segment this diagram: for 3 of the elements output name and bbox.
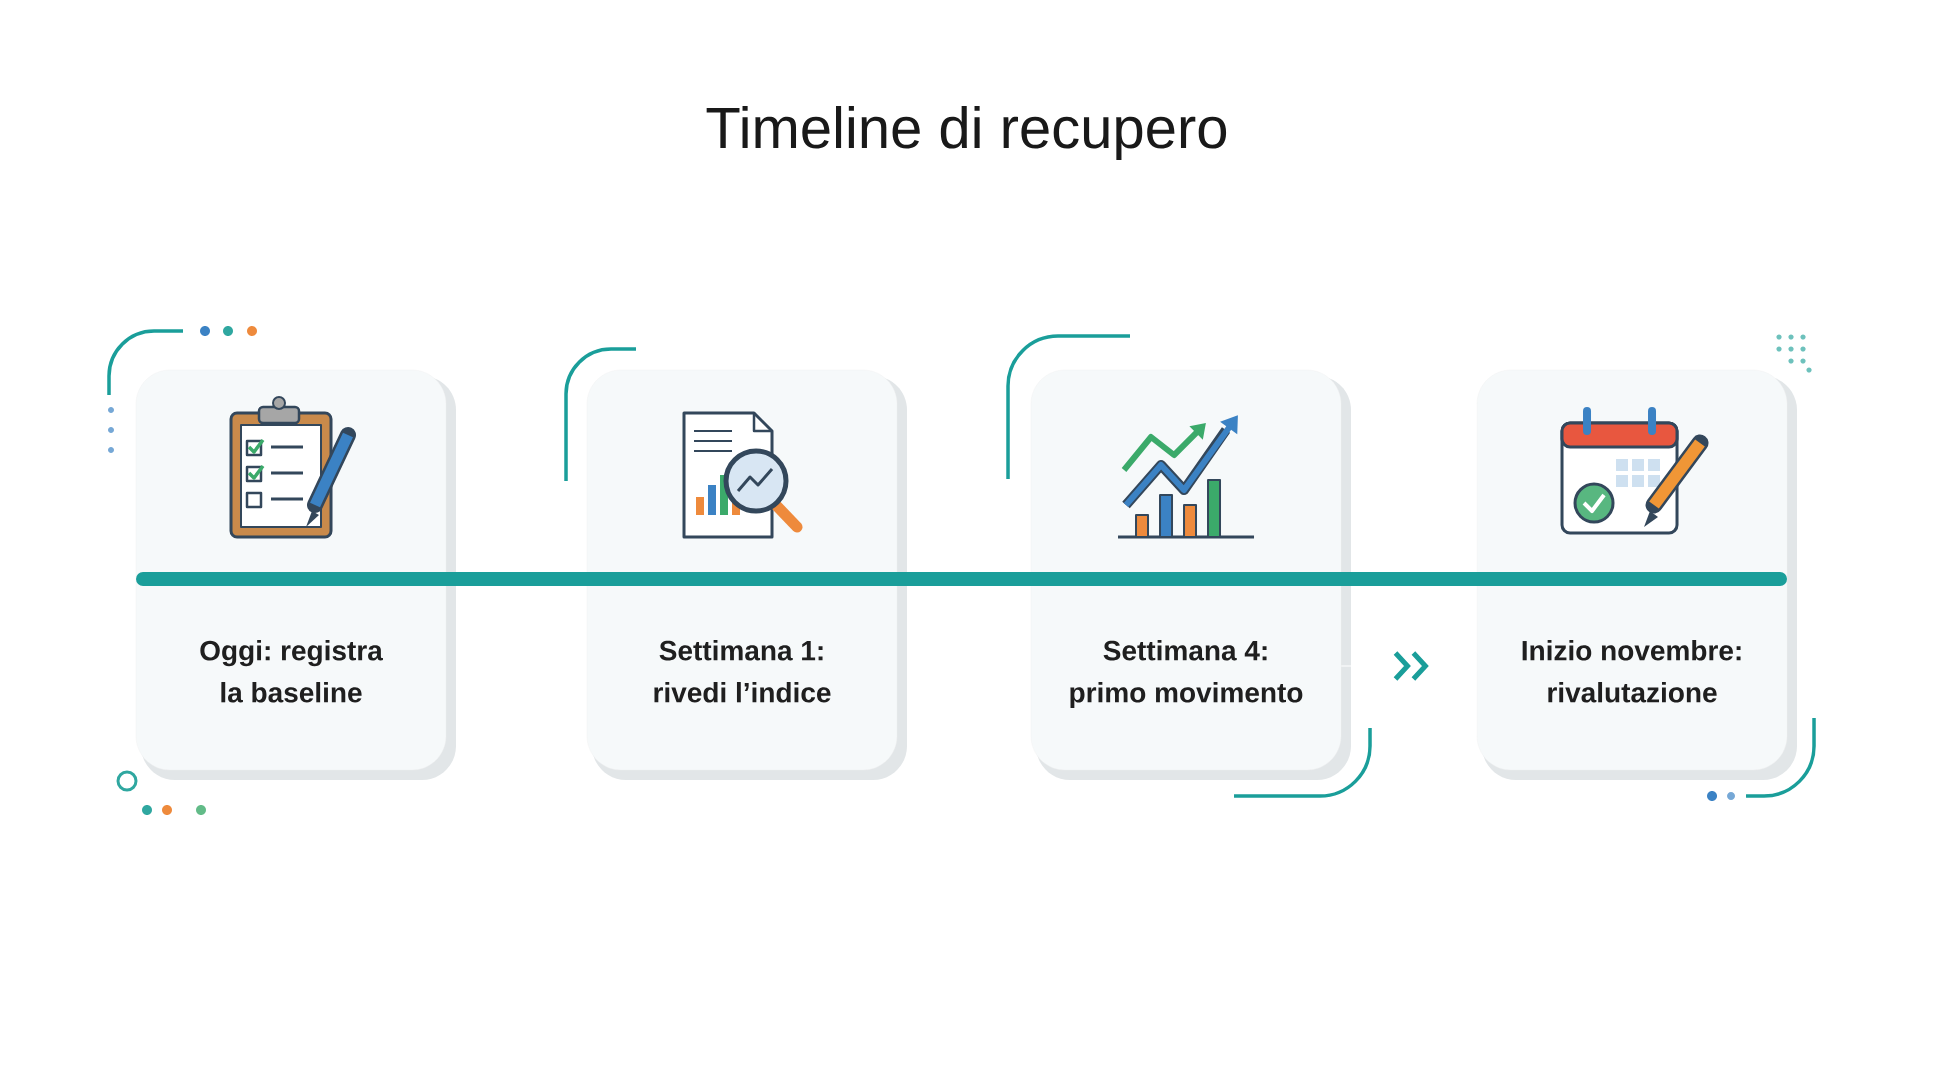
- chevron-arrow: [1340, 651, 1429, 681]
- title: Timeline di recupero: [706, 105, 1227, 161]
- timeline-card: Settimana 4: primo movimento: [1030, 369, 1351, 780]
